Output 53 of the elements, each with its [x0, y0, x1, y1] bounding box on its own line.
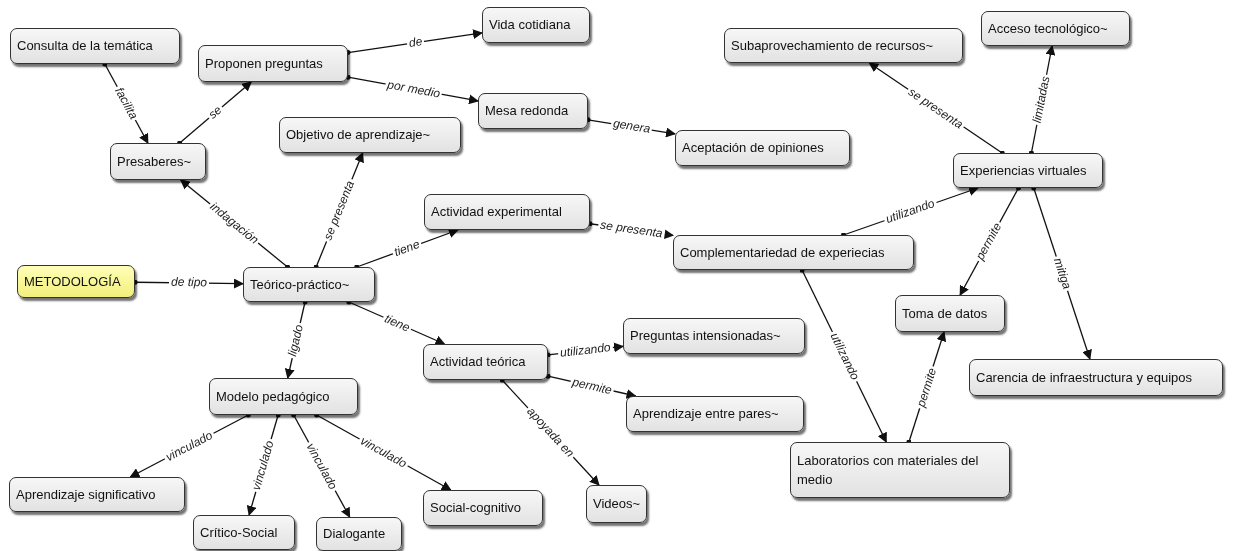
concept-label: Social-cognitivo [430, 499, 522, 518]
concept-box [626, 396, 804, 432]
concept-box [9, 477, 185, 512]
concept-box [423, 344, 548, 380]
concept-label: Mesa redonda [485, 102, 569, 121]
concept-box [675, 130, 850, 166]
concept-label: Complementariedad de experiecias [680, 243, 885, 262]
concept-box [424, 194, 590, 230]
concept-label: Aprendizaje entre pares~ [633, 405, 779, 424]
concept-box [623, 318, 805, 354]
concept-label: Actividad experimental [431, 203, 562, 222]
concept-label: Consulta de la temática [17, 37, 153, 56]
concept-label: Experiencias virtuales [960, 161, 1087, 180]
concept-box [482, 7, 590, 43]
concept-box [198, 45, 348, 82]
concept-box [10, 28, 180, 64]
concept-box [981, 11, 1130, 46]
concept-box [724, 28, 963, 63]
concept-label: Crítico-Social [200, 523, 278, 542]
concept-box [243, 267, 375, 302]
concept-box [969, 359, 1223, 396]
concept-box [586, 485, 647, 523]
concept-box [279, 117, 461, 153]
root-concept-box [17, 265, 135, 298]
concept-box [110, 143, 206, 180]
concept-label: Aprendizaje significativo [16, 485, 156, 504]
concept-label: Actividad teórica [430, 353, 526, 372]
concept-label: Toma de datos [902, 304, 988, 323]
concept-label: Objetivo de aprendizaje~ [286, 126, 431, 145]
concept-label: Modelo pedagógico [216, 387, 330, 406]
concept-label: Videos~ [593, 495, 641, 514]
concept-label: Carencia de infraestructura y equipos [976, 368, 1193, 387]
concept-box [673, 235, 914, 270]
concept-box [193, 515, 295, 550]
concept-label: Subaprovechamiento de recursos~ [731, 36, 933, 55]
concept-label: METODOLOGÍA [24, 272, 121, 291]
concept-label: Vida cotidiana [489, 16, 571, 35]
concept-label: Acceso tecnológico~ [988, 19, 1108, 38]
concept-label: Preguntas intensionadas~ [630, 327, 781, 346]
concept-label: Teórico-práctico~ [250, 275, 350, 294]
concept-label: Presaberes~ [117, 152, 192, 171]
concept-box [209, 378, 358, 415]
concept-box [478, 93, 588, 129]
concept-box [953, 153, 1103, 188]
concept-label: Aceptación de opiniones [682, 139, 824, 158]
concept-box [895, 295, 1005, 332]
edge-label: de tipo [168, 276, 210, 290]
concept-label: Laboratorios con materiales del medio [797, 451, 980, 489]
concept-label: Proponen preguntas [205, 54, 323, 73]
concept-label: Dialogante [323, 525, 386, 544]
concept-box [316, 517, 402, 551]
concept-box [423, 490, 543, 526]
concept-box [790, 442, 1010, 498]
